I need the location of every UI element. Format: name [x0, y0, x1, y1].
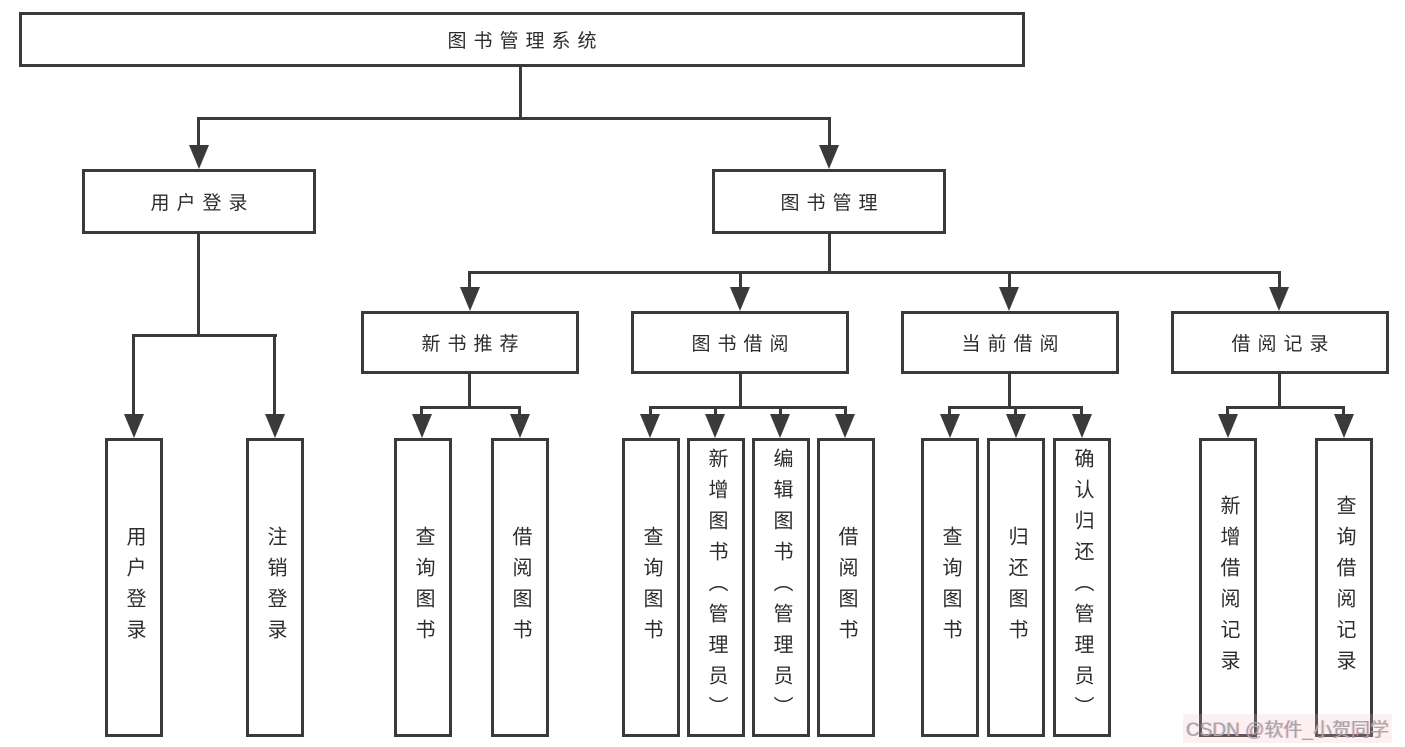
arrowhead-down-icon — [1072, 414, 1092, 438]
node-borrowing-records: 借阅记录 — [1171, 311, 1389, 374]
connector-line — [468, 271, 471, 289]
arrowhead-down-icon — [265, 414, 285, 438]
leaf-return-books: 归还图书 — [987, 438, 1045, 737]
connector-line — [518, 406, 521, 416]
arrowhead-down-icon — [999, 287, 1019, 311]
node-current-borrowing: 当前借阅 — [901, 311, 1119, 374]
connector-line — [1278, 374, 1281, 407]
node-new-book-recommendation: 新书推荐 — [361, 311, 579, 374]
leaf-add-book-admin: 新增图书（管理员） — [687, 438, 745, 737]
leaf-label: 查询图书 — [640, 525, 662, 650]
arrowhead-down-icon — [770, 414, 790, 438]
leaf-label: 新增图书（管理员） — [705, 448, 727, 727]
connector-line — [649, 406, 652, 416]
node-library-system: 图书管理系统 — [19, 12, 1025, 67]
leaf-label: 查询图书 — [939, 525, 961, 650]
node-book-management: 图书管理 — [712, 169, 946, 234]
leaf-query-books-borrowing: 查询图书 — [622, 438, 680, 737]
connector-line — [828, 234, 831, 274]
arrowhead-down-icon — [460, 287, 480, 311]
arrowhead-down-icon — [510, 414, 530, 438]
node-book-borrowing: 图书借阅 — [631, 311, 849, 374]
leaf-label: 借阅图书 — [835, 525, 857, 650]
connector-line — [132, 334, 277, 337]
node-user-login: 用户登录 — [82, 169, 316, 234]
leaf-label: 新增借阅记录 — [1217, 494, 1239, 681]
connector-line — [1226, 406, 1229, 416]
connector-line — [420, 406, 423, 416]
leaf-query-books-recommend: 查询图书 — [394, 438, 452, 737]
leaf-logout: 注销登录 — [246, 438, 304, 737]
arrowhead-down-icon — [940, 414, 960, 438]
watermark: CSDN @软件_小贺同学 — [1183, 714, 1392, 743]
connector-line — [739, 271, 742, 289]
leaf-label: 用户登录 — [123, 525, 145, 650]
connector-line — [649, 406, 847, 409]
connector-line — [948, 406, 951, 416]
leaf-label: 查询借阅记录 — [1333, 494, 1355, 681]
leaf-label: 查询图书 — [412, 525, 434, 650]
connector-line — [197, 234, 200, 335]
connector-line — [1342, 406, 1345, 416]
arrowhead-down-icon — [1006, 414, 1026, 438]
connector-line — [420, 406, 521, 409]
arrowhead-down-icon — [640, 414, 660, 438]
leaf-label: 归还图书 — [1005, 525, 1027, 650]
leaf-borrow-books-borrowing: 借阅图书 — [817, 438, 875, 737]
leaf-query-books-current: 查询图书 — [921, 438, 979, 737]
connector-line — [468, 374, 471, 407]
connector-line — [1014, 406, 1017, 416]
connector-line — [132, 334, 135, 416]
arrowhead-down-icon — [705, 414, 725, 438]
connector-line — [1080, 406, 1083, 416]
leaf-label: 借阅图书 — [509, 525, 531, 650]
connector-line — [714, 406, 717, 416]
connector-line — [197, 117, 200, 147]
connector-line — [468, 271, 1281, 274]
leaf-query-borrow-record: 查询借阅记录 — [1315, 438, 1373, 737]
connector-line — [519, 66, 522, 118]
leaf-edit-book-admin: 编辑图书（管理员） — [752, 438, 810, 737]
arrowhead-down-icon — [1334, 414, 1354, 438]
arrowhead-down-icon — [730, 287, 750, 311]
arrowhead-down-icon — [412, 414, 432, 438]
leaf-add-borrow-record: 新增借阅记录 — [1199, 438, 1257, 737]
leaf-label: 注销登录 — [264, 525, 286, 650]
connector-line — [1008, 271, 1011, 289]
connector-line — [273, 334, 276, 416]
arrowhead-down-icon — [1269, 287, 1289, 311]
connector-line — [1008, 374, 1011, 407]
leaf-user-login: 用户登录 — [105, 438, 163, 737]
connector-line — [828, 117, 831, 147]
arrowhead-down-icon — [819, 145, 839, 169]
arrowhead-down-icon — [835, 414, 855, 438]
connector-line — [739, 374, 742, 407]
connector-line — [1278, 271, 1281, 289]
arrowhead-down-icon — [124, 414, 144, 438]
connector-line — [1226, 406, 1345, 409]
connector-line — [197, 117, 831, 120]
leaf-borrow-books-recommend: 借阅图书 — [491, 438, 549, 737]
connector-line — [779, 406, 782, 416]
leaf-label: 编辑图书（管理员） — [770, 448, 792, 727]
arrowhead-down-icon — [189, 145, 209, 169]
leaf-confirm-return-admin: 确认归还（管理员） — [1053, 438, 1111, 737]
connector-line — [844, 406, 847, 416]
leaf-label: 确认归还（管理员） — [1071, 448, 1093, 727]
arrowhead-down-icon — [1218, 414, 1238, 438]
